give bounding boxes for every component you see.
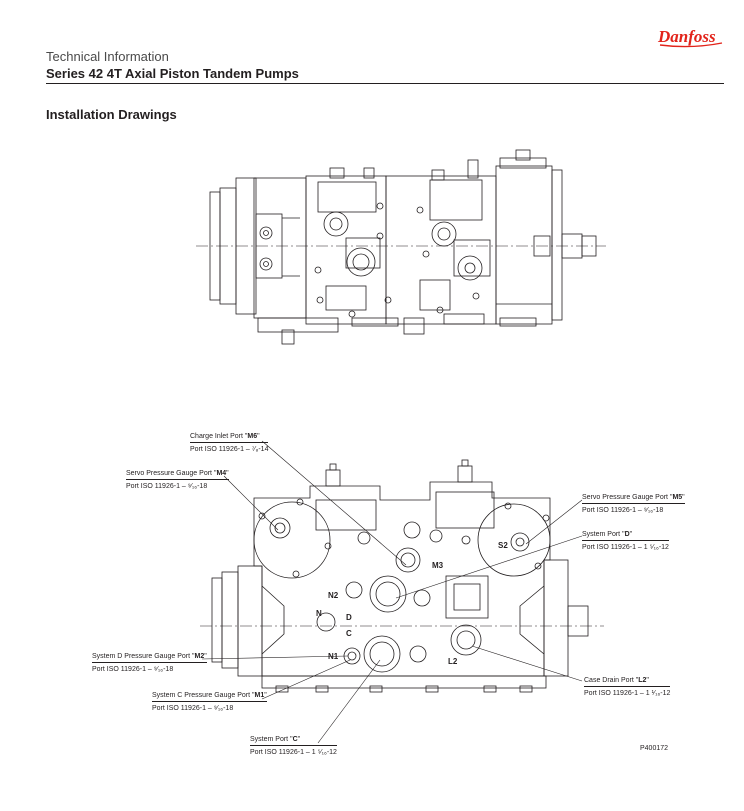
label-s2: S2 (498, 541, 508, 550)
label-d: D (346, 613, 352, 622)
figure-reference: P400172 (640, 745, 669, 752)
callout-charge-inlet-m6: Charge Inlet Port "M6" Port ISO 11926-1 … (190, 433, 269, 453)
label-n: N (316, 609, 322, 618)
callout-system-port-c: System Port "C" Port ISO 11926-1 – 1 ⁵⁄₁… (250, 736, 337, 756)
side-view-drawing (196, 149, 606, 345)
callout-system-c-gauge-m1: System C Pressure Gauge Port "M1" Port I… (152, 692, 267, 712)
danfoss-logo: Danfoss (657, 27, 723, 48)
callout-system-port-d: System Port "D" Port ISO 11926-1 – 1 ⁵⁄₁… (582, 531, 669, 551)
callout-system-d-gauge-m2: System D Pressure Gauge Port "M2" Port I… (92, 653, 207, 673)
category-heading: Technical Information (46, 49, 169, 64)
callout-servo-gauge-m5: Servo Pressure Gauge Port "M5" Port ISO … (582, 494, 685, 514)
label-l2: L2 (448, 657, 458, 666)
svg-text:Danfoss: Danfoss (657, 27, 716, 46)
document-title: Series 42 4T Axial Piston Tandem Pumps (46, 66, 299, 81)
label-m3: M3 (432, 561, 444, 570)
label-n1: N1 (328, 652, 339, 661)
label-n2: N2 (328, 591, 339, 600)
callout-servo-gauge-m4: Servo Pressure Gauge Port "M4" Port ISO … (126, 470, 229, 490)
port-face-drawing (200, 440, 604, 744)
label-c: C (346, 629, 352, 638)
header-rule (46, 83, 724, 84)
callout-case-drain-l2: Case Drain Port "L2" Port ISO 11926-1 – … (584, 677, 671, 697)
section-title: Installation Drawings (46, 107, 177, 122)
